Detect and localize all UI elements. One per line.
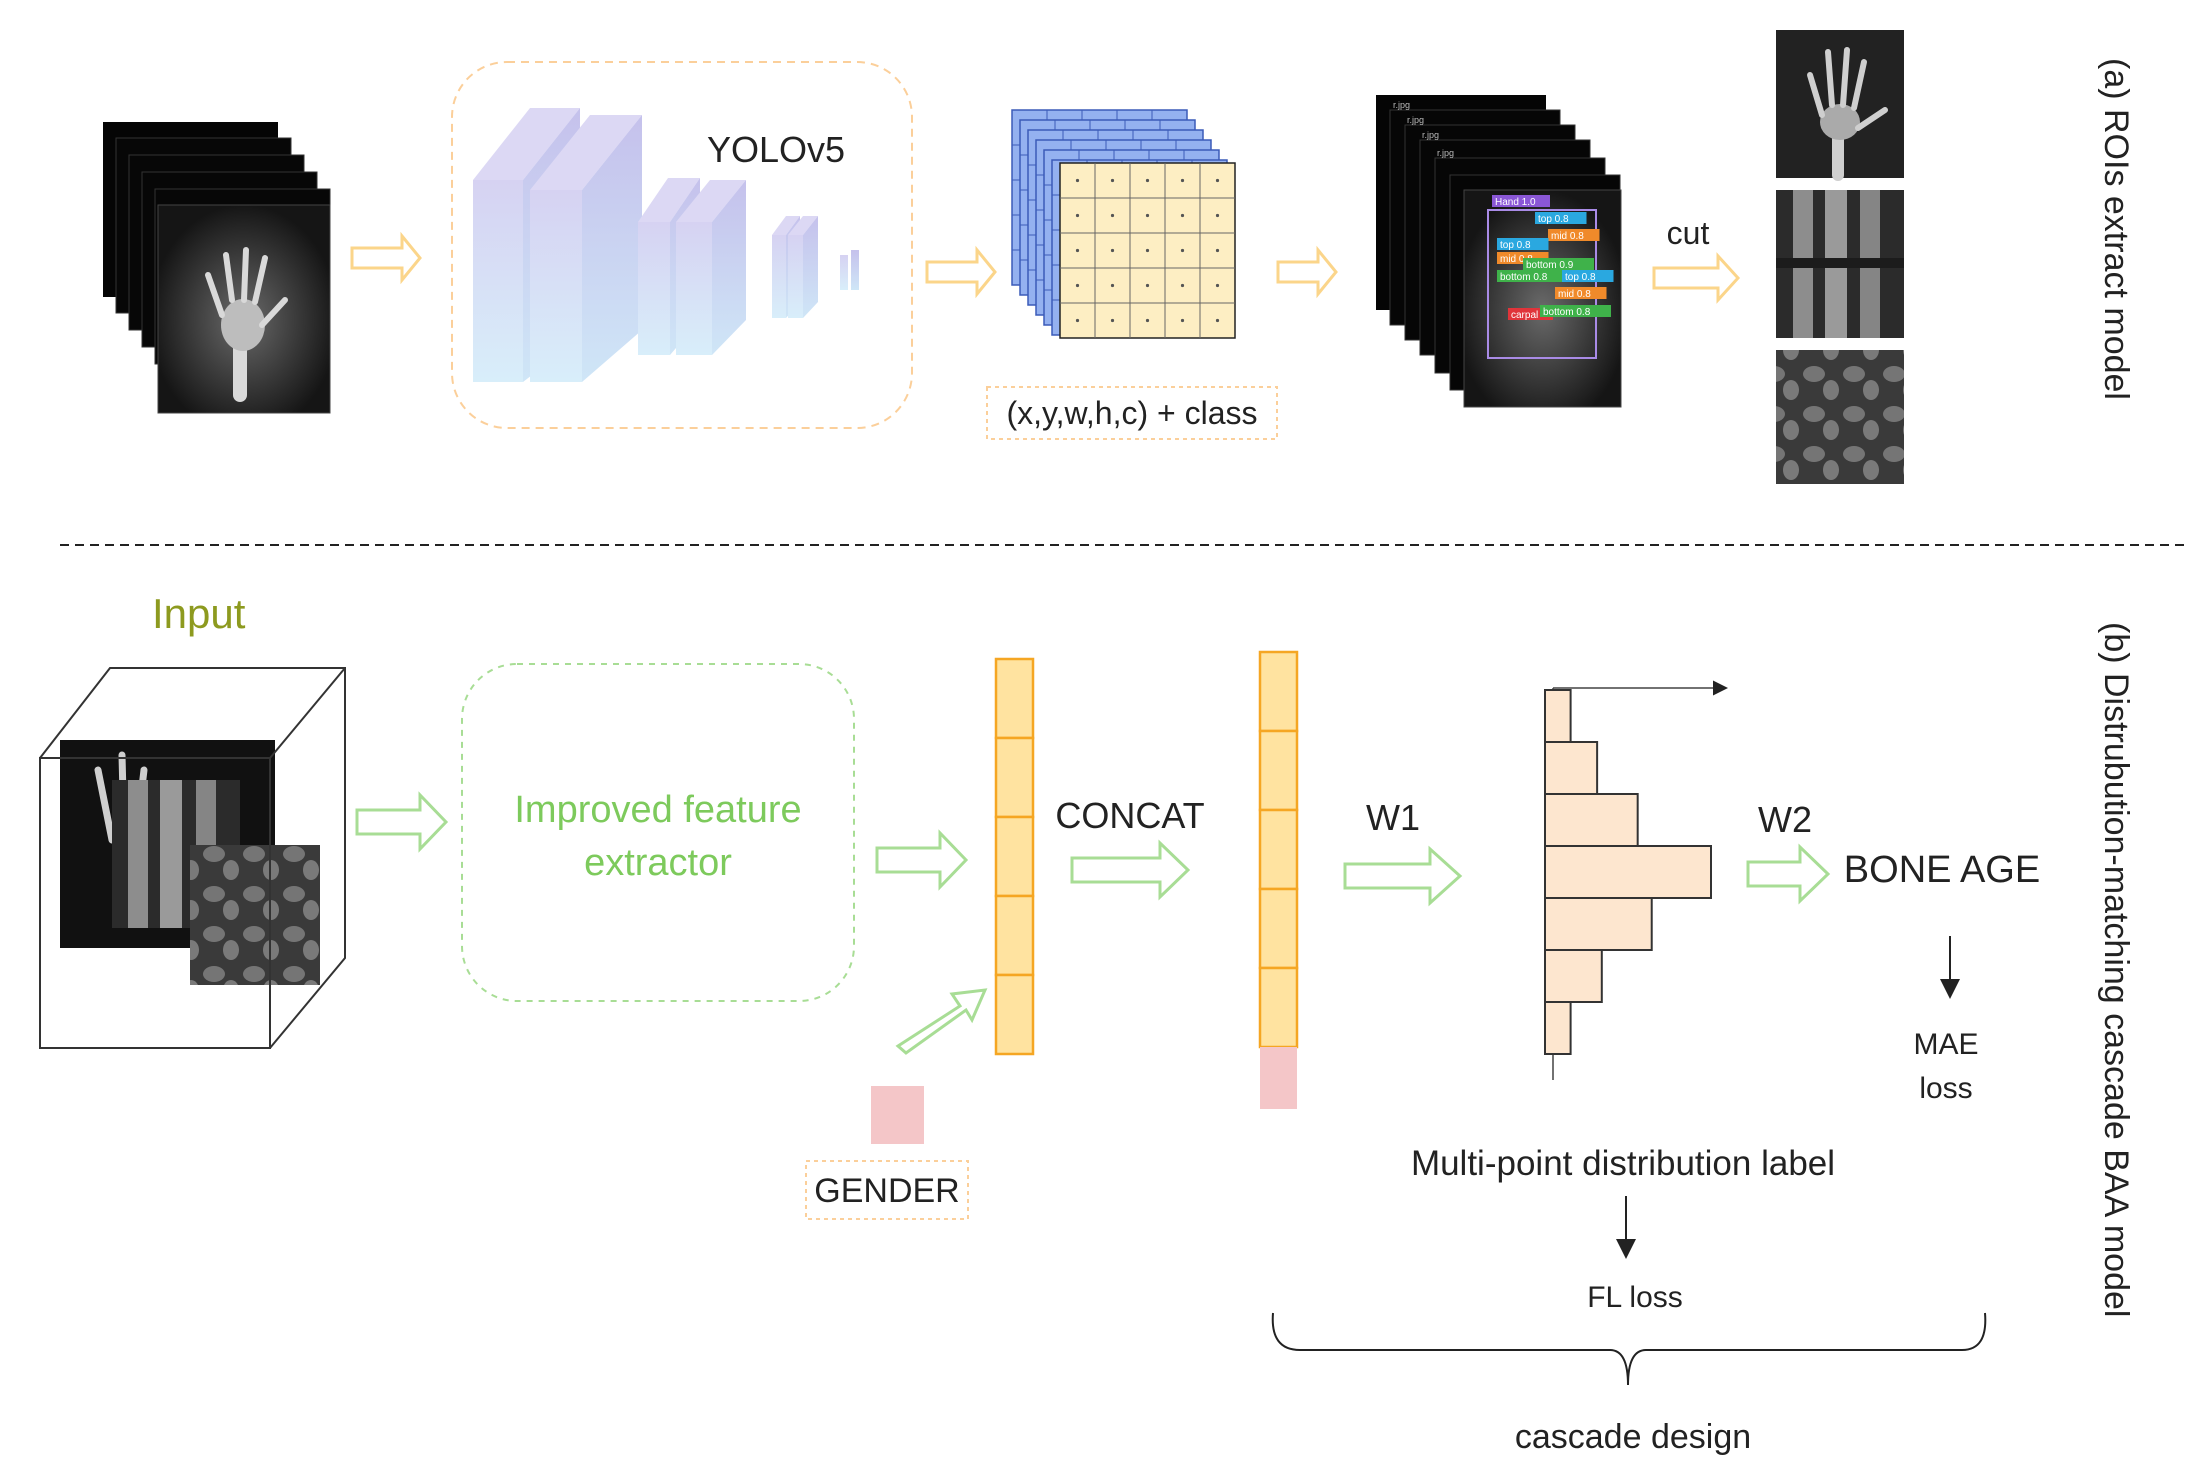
svg-text:Hand 1.0: Hand 1.0 xyxy=(1495,197,1536,208)
svg-text:top 0.8: top 0.8 xyxy=(1565,272,1596,283)
histogram-bin xyxy=(1544,689,1572,743)
svg-text:bottom 0.8: bottom 0.8 xyxy=(1500,272,1548,283)
detection-label: bottom 0.8 xyxy=(1497,270,1568,283)
detection-label: bottom 0.9 xyxy=(1523,258,1594,271)
svg-text:mid 0.8: mid 0.8 xyxy=(1500,254,1533,265)
distribution-label: Multi-point distribution label xyxy=(1411,1144,1835,1183)
histogram-bin xyxy=(1544,1001,1572,1055)
svg-text:mid 0.8: mid 0.8 xyxy=(1558,289,1591,300)
yolo-layer-6 xyxy=(788,216,818,318)
arrow-w2 xyxy=(1746,843,1831,905)
feature-cell xyxy=(1258,650,1299,733)
roi-crops xyxy=(1776,30,1904,484)
arrow-a1 xyxy=(350,231,422,285)
cut-label: cut xyxy=(1667,215,1710,251)
detection-label: mid 0.8 xyxy=(1555,287,1607,300)
svg-text:carpal: carpal xyxy=(1511,310,1538,321)
arrow-gender xyxy=(895,988,988,1055)
extractor-label-line1: Improved feature xyxy=(514,789,801,831)
file-tag-2: r.jpg xyxy=(1407,115,1424,125)
roi-crop-hand xyxy=(1776,30,1904,181)
arrow-a3 xyxy=(1276,245,1338,299)
fl-loss-label: FL loss xyxy=(1587,1281,1683,1314)
extractor-label-line2: extractor xyxy=(584,842,732,884)
bone-age-label: BONE AGE xyxy=(1844,849,2040,891)
roi-crop-phalanx xyxy=(1776,190,1904,338)
svg-text:bottom 0.9: bottom 0.9 xyxy=(1526,260,1574,271)
part-a-side-label: (a) ROIs extract model xyxy=(2097,58,2135,400)
gender-label: GENDER xyxy=(814,1172,959,1210)
feature-vector-1 xyxy=(994,657,1035,1056)
detection-label: bottom 0.8 xyxy=(1540,305,1611,318)
mae-label-line1: MAE xyxy=(1913,1028,1978,1061)
yolo-layer-7 xyxy=(840,250,859,290)
histogram-bin xyxy=(1544,741,1599,795)
part-b-side-label: (b) Distrubution-matching cascade BAA mo… xyxy=(2097,622,2135,1317)
yolov5-label: YOLOv5 xyxy=(707,129,845,170)
detection-grid-stack xyxy=(1011,109,1236,339)
detection-label: top 0.8 xyxy=(1497,238,1549,251)
output-format-box: (x,y,w,h,c) + class xyxy=(986,386,1278,440)
detection-label: top 0.8 xyxy=(1535,212,1587,225)
arrow-b2 xyxy=(875,829,969,891)
input-cube xyxy=(39,667,346,1049)
feature-cell xyxy=(994,657,1035,740)
xray-stack-left xyxy=(103,122,331,414)
yolo-layer-2 xyxy=(530,115,642,382)
detection-label: Hand 1.0 xyxy=(1492,195,1550,208)
arrow-b1 xyxy=(355,791,449,853)
output-format-label: (x,y,w,h,c) + class xyxy=(1006,395,1257,431)
grid-layer-front xyxy=(1059,162,1236,339)
feature-cell xyxy=(1258,887,1299,970)
mae-label-line2: loss xyxy=(1919,1072,1972,1105)
cascade-brace xyxy=(1271,1312,1987,1386)
cascade-label: cascade design xyxy=(1515,1418,1751,1456)
feature-extractor-box: Improved feature extractor xyxy=(461,663,855,1002)
gender-block xyxy=(871,1086,924,1144)
arrow-w1 xyxy=(1343,845,1463,907)
svg-text:bottom 0.8: bottom 0.8 xyxy=(1543,307,1591,318)
yolo-layer-4 xyxy=(676,180,746,355)
feature-cell xyxy=(1258,966,1299,1049)
arrow-concat xyxy=(1070,839,1191,901)
file-tag-3: r.jpg xyxy=(1422,130,1439,140)
hand-xray-icon xyxy=(205,247,288,402)
yolov5-box: YOLOv5 xyxy=(451,61,913,429)
feature-cell xyxy=(994,973,1035,1056)
input-label: Input xyxy=(152,590,246,637)
feature-cell xyxy=(1258,808,1299,891)
svg-text:top 0.8: top 0.8 xyxy=(1538,214,1569,225)
feature-vector-2 xyxy=(1258,650,1299,1109)
w1-label: W1 xyxy=(1366,797,1420,838)
histogram-bin xyxy=(1544,897,1653,951)
histogram-bin xyxy=(1544,793,1639,847)
gender-box: GENDER xyxy=(805,1160,969,1220)
feature-cell xyxy=(994,815,1035,898)
arrow-a2 xyxy=(925,245,997,299)
file-tag-1: r.jpg xyxy=(1393,100,1410,110)
histogram-bin xyxy=(1544,845,1712,899)
feature-cell xyxy=(1258,729,1299,812)
histogram-bin xyxy=(1544,949,1603,1003)
w2-label: W2 xyxy=(1758,799,1812,840)
file-tag-4: r.jpg xyxy=(1437,148,1454,158)
feature-cell xyxy=(994,736,1035,819)
distribution-histogram xyxy=(1544,680,1728,1080)
roi-crop-carpal xyxy=(1776,350,1904,484)
concat-label: CONCAT xyxy=(1055,795,1204,836)
detection-label: top 0.8 xyxy=(1562,270,1614,283)
detection-label: mid 0.8 xyxy=(1548,229,1600,242)
gender-cell xyxy=(1260,1047,1297,1109)
svg-text:mid 0.8: mid 0.8 xyxy=(1551,231,1584,242)
arrow-cut xyxy=(1652,252,1741,304)
svg-text:top 0.8: top 0.8 xyxy=(1500,240,1531,251)
feature-cell xyxy=(994,894,1035,977)
